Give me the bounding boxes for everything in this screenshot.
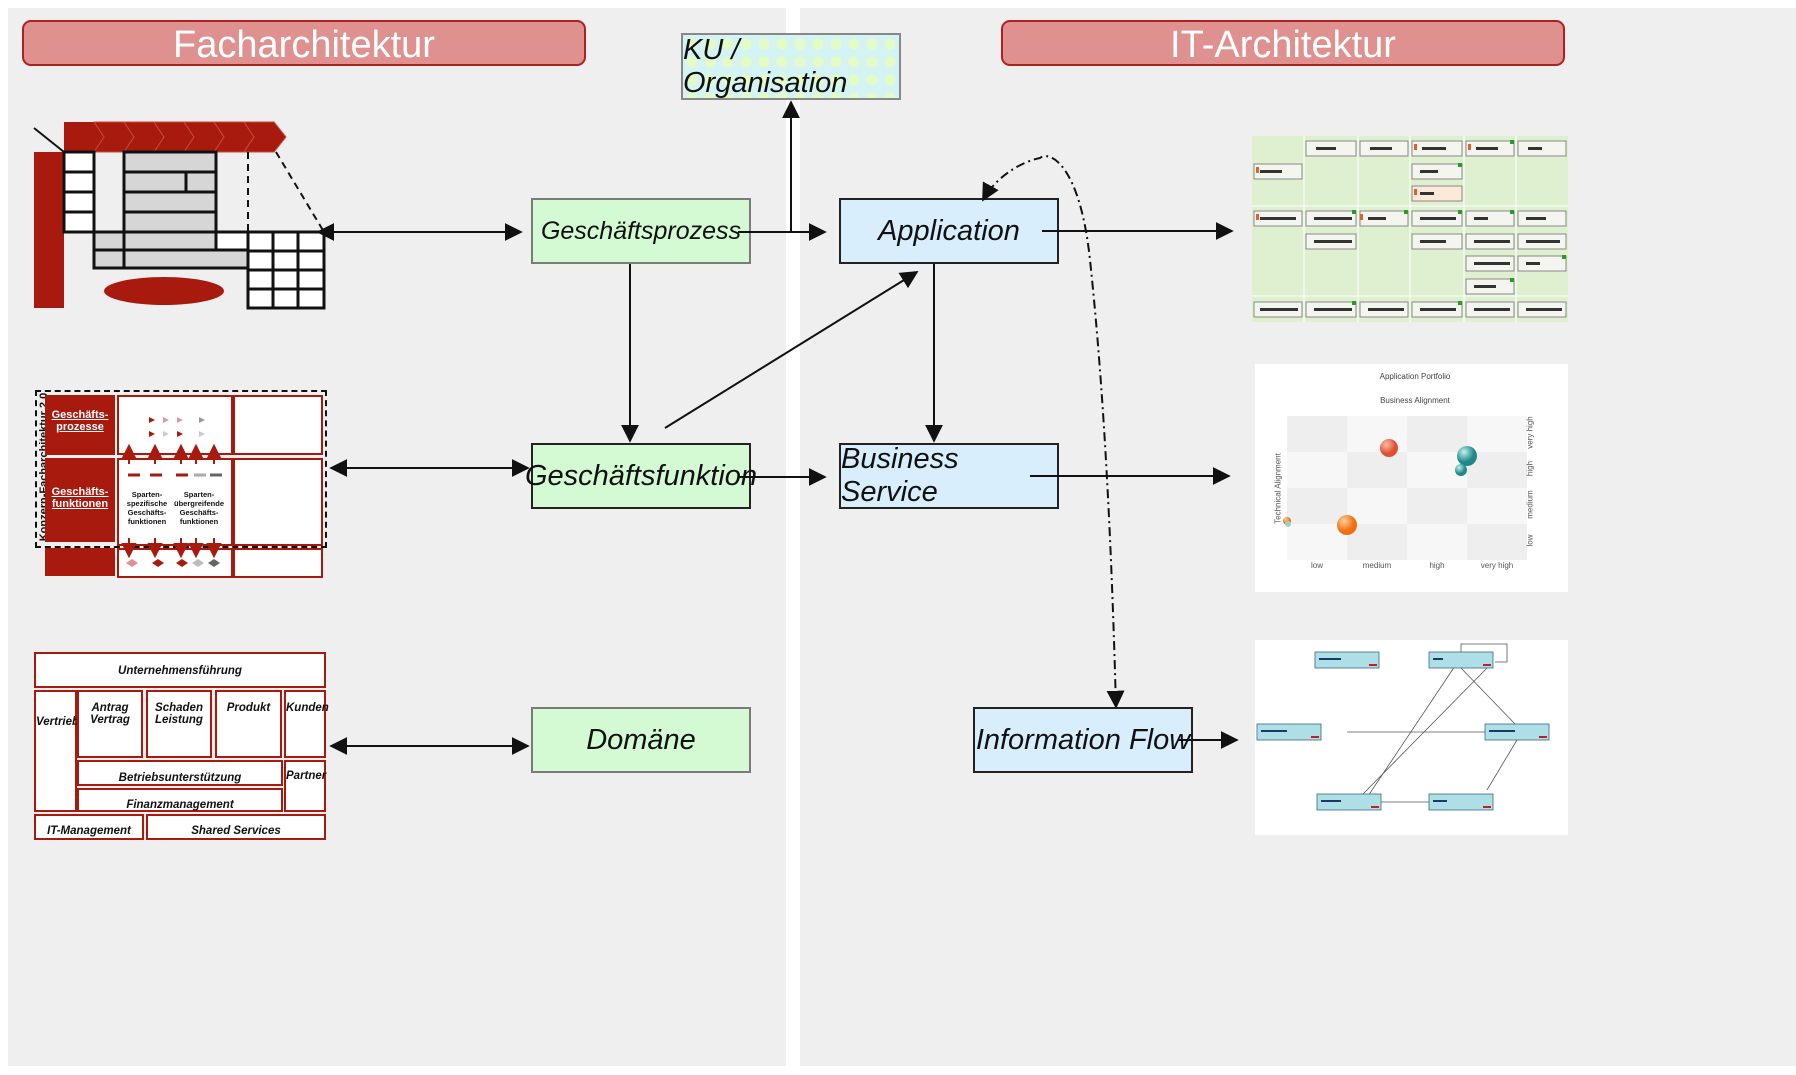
node-geschaeftsfunktion-label: Geschäftsfunktion	[524, 459, 758, 492]
bubble-6	[1285, 521, 1291, 527]
flow-node-6	[1428, 793, 1494, 811]
arrow-dashdot-if-app	[982, 155, 1125, 709]
information-flow-thumbnail	[1255, 640, 1568, 835]
node-domaene-label: Domäne	[586, 723, 696, 756]
node-business-service-label: Business Service	[841, 443, 959, 508]
node-geschaeftsprozess[interactable]: Geschäftsprozess	[531, 198, 751, 264]
node-domaene[interactable]: Domäne	[531, 707, 751, 773]
node-ku-organisation[interactable]: KU / Organisation	[681, 33, 901, 100]
cell-r1c2	[233, 395, 323, 455]
node-information-flow-label: Information Flow	[975, 723, 1191, 756]
cell-r3c2	[233, 548, 323, 578]
row1-label: Geschäfts- prozesse	[45, 395, 115, 455]
row3-block	[45, 548, 115, 576]
process-chevrons	[64, 121, 287, 153]
flow-node-4	[1484, 723, 1550, 741]
domain-betrieb: Betriebsunterstützung	[77, 760, 283, 786]
xtick-very-high: very high	[1480, 561, 1514, 570]
domain-it: IT-Management	[34, 814, 144, 840]
functional-map-thumbnail: Konzern-Facharchitektur 2.0 Geschäfts- p…	[35, 390, 327, 580]
domain-map-thumbnail: Unternehmensführung Vertrieb Antrag Vert…	[34, 652, 329, 840]
header-facharchitektur: Facharchitektur	[22, 20, 586, 66]
header-it-architektur: IT-Architektur	[1001, 20, 1565, 66]
bubble-3	[1455, 464, 1467, 476]
domain-schaden: Schaden Leistung	[146, 690, 212, 758]
application-landscape-thumbnail	[1252, 136, 1568, 322]
bubble-1	[1380, 439, 1398, 457]
flow-node-2	[1428, 651, 1494, 669]
application-portfolio-thumbnail: Application Portfolio Business Alignment…	[1255, 364, 1568, 592]
portfolio-grid	[1287, 416, 1527, 560]
flow-node-3	[1256, 723, 1322, 741]
bubble-4	[1337, 515, 1357, 535]
portfolio-subtitle: Business Alignment	[1380, 396, 1450, 405]
node-geschaeftsprozess-label: Geschäftsprozess	[540, 216, 742, 245]
domain-top: Unternehmensführung	[34, 652, 326, 688]
domain-partner: Partner	[284, 760, 326, 812]
arrow-gf-application	[664, 271, 919, 429]
flow-node-1	[1314, 651, 1380, 669]
domain-produkt: Produkt	[215, 690, 282, 758]
node-ku-label: KU / Organisation	[683, 33, 848, 99]
flow-node-5	[1316, 793, 1382, 811]
col1-label: Sparten- spezifische Geschäfts- funktion…	[126, 490, 168, 526]
col2-label: Sparten- übergreifende Geschäfts- funkti…	[173, 490, 224, 526]
domain-finanz: Finanzmanagement	[77, 788, 283, 812]
bubble-2	[1457, 446, 1477, 466]
domain-shared: Shared Services	[146, 814, 326, 840]
domain-antrag: Antrag Vertrag	[77, 690, 143, 758]
cell-r2c2	[233, 458, 323, 546]
xtick-medium: medium	[1362, 561, 1392, 570]
xtick-high: high	[1429, 561, 1445, 570]
row2-label: Geschäfts- funktionen	[45, 458, 115, 542]
xtick-low: low	[1310, 561, 1323, 570]
domain-vertrieb: Vertrieb	[34, 690, 79, 812]
domain-kunden: Kunden	[284, 690, 329, 758]
portfolio-title: Application Portfolio	[1379, 372, 1451, 381]
